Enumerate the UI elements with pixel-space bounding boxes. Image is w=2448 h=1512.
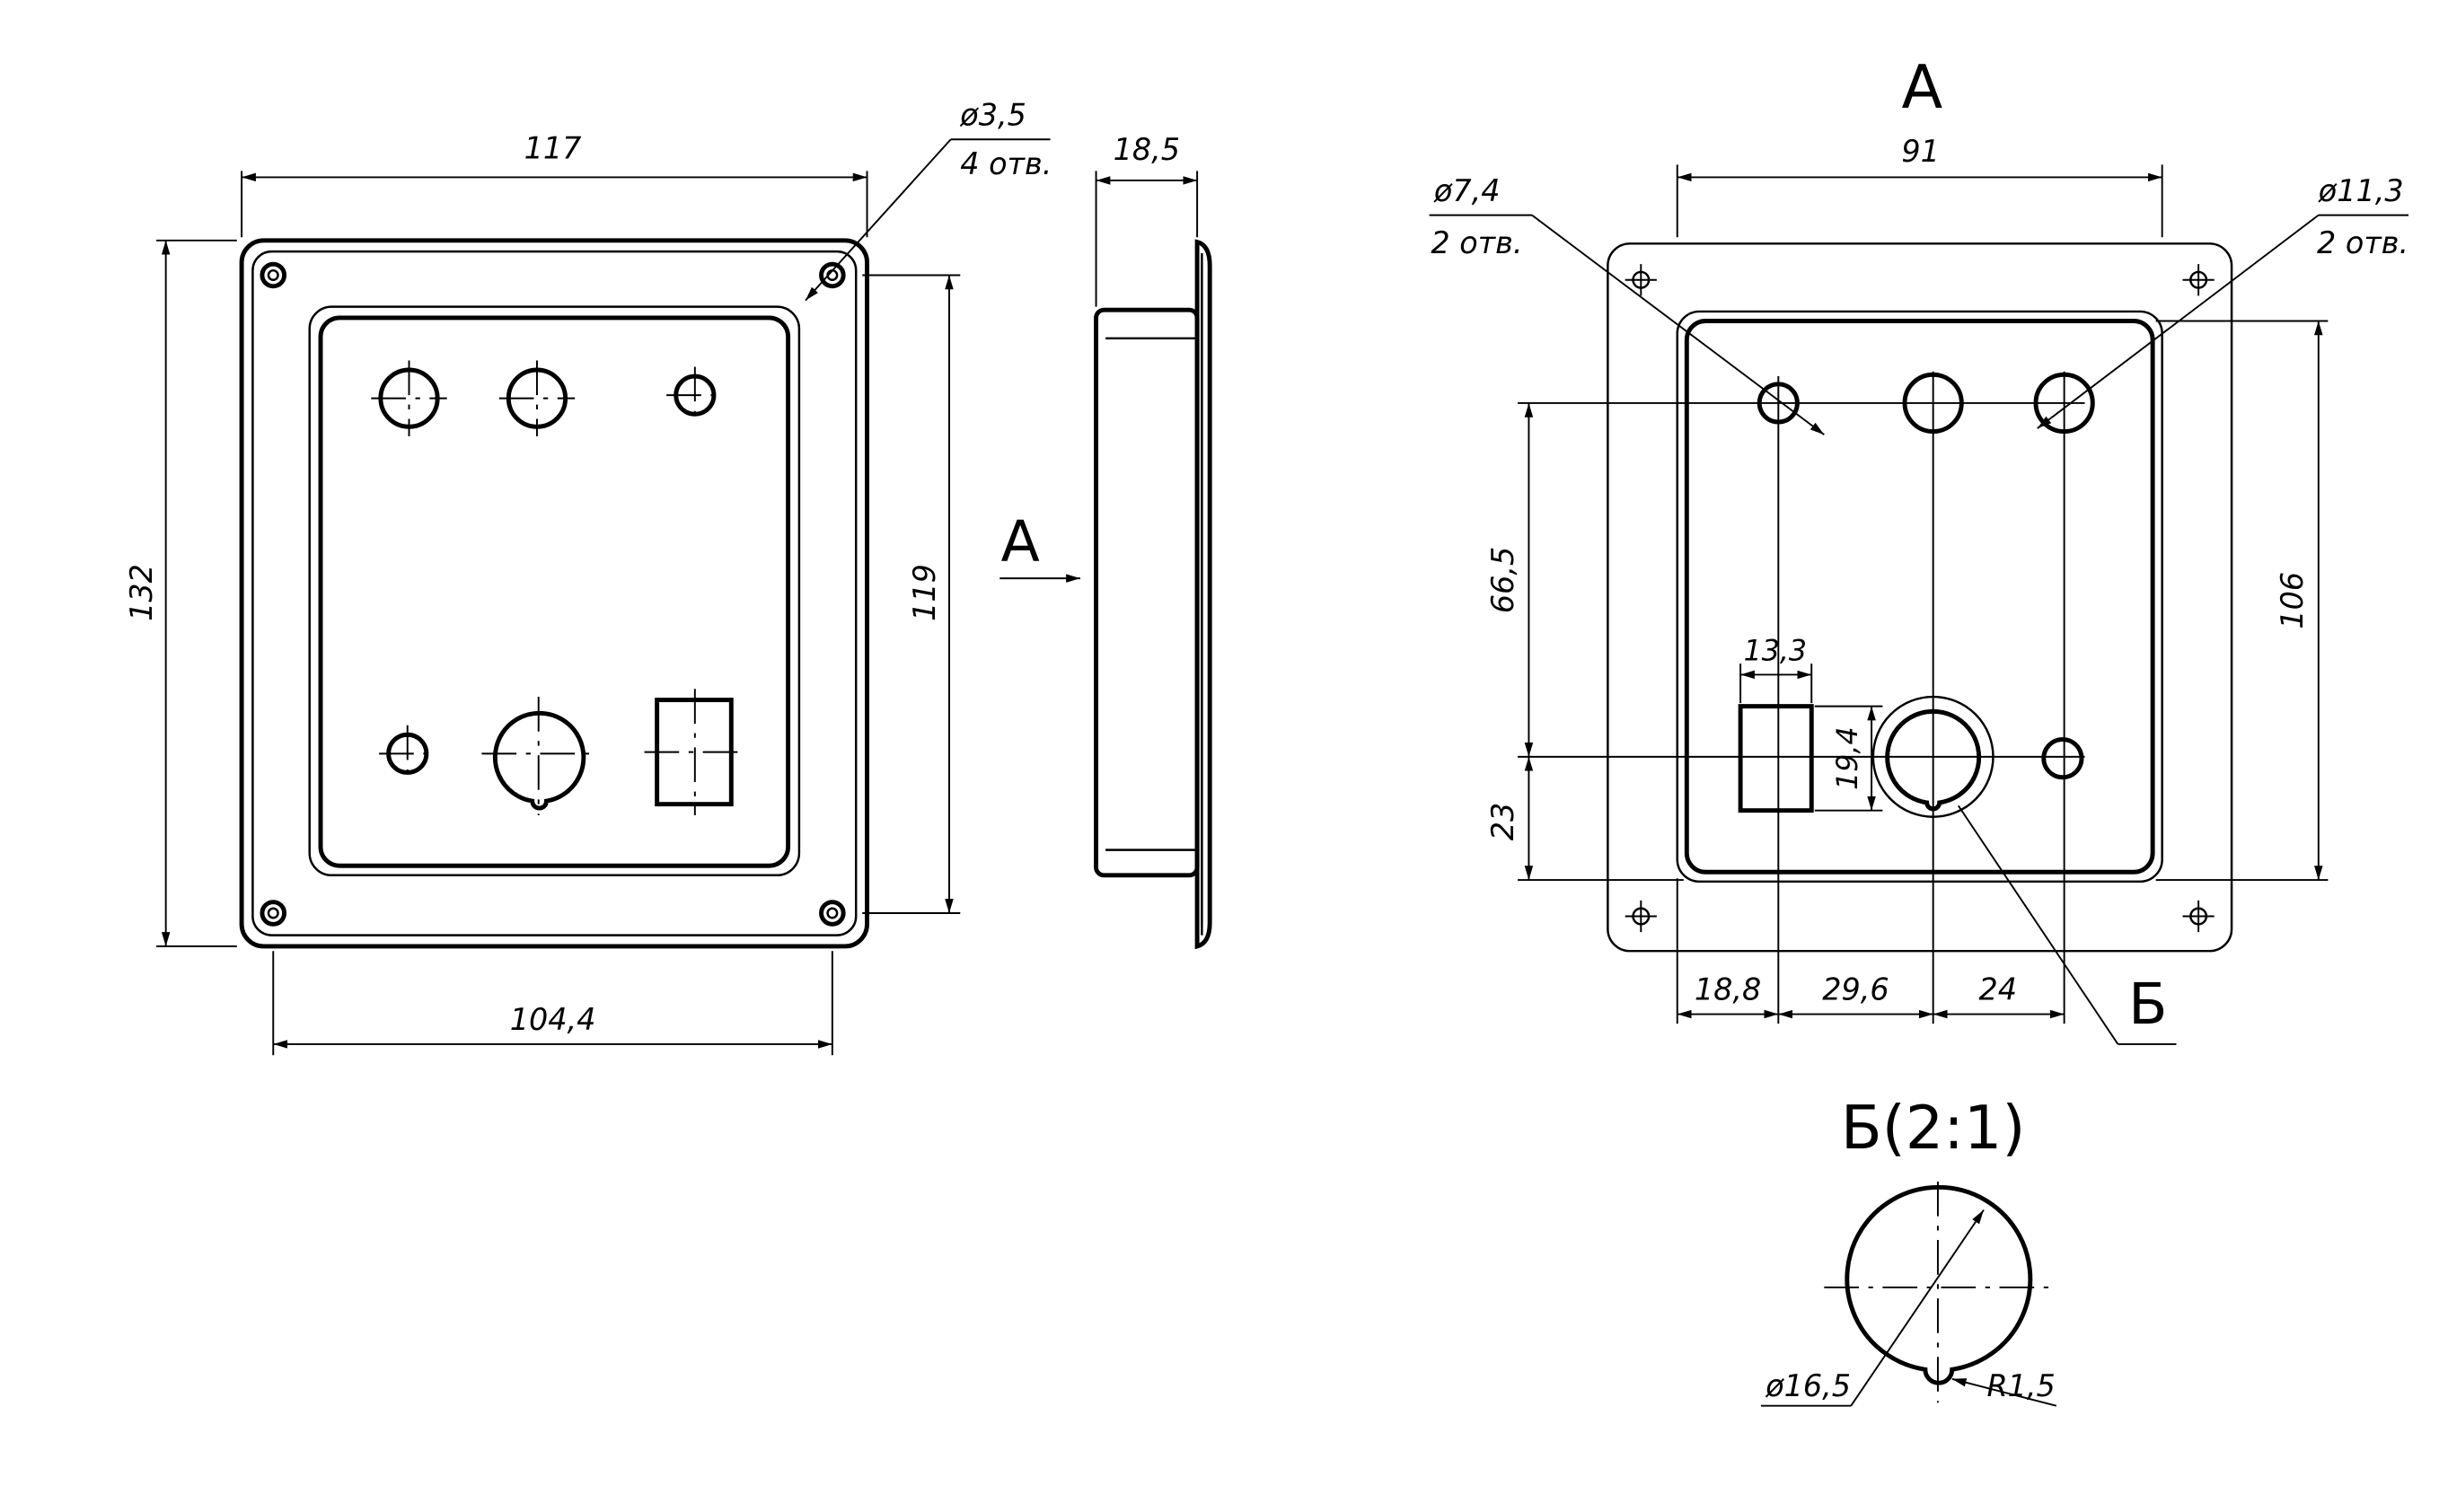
- view-a-dimensions: [1429, 164, 2409, 1045]
- detail-b-cutout: [1845, 1184, 2033, 1385]
- side-view: [999, 171, 1212, 950]
- detail-b-title: Б(2:1): [1841, 1093, 2026, 1163]
- front-dim-hole-spacing: 104,4: [510, 1002, 596, 1037]
- detail-callout-label: Б: [2128, 971, 2167, 1037]
- detail-b: [1760, 1181, 2057, 1407]
- front-dim-inner-height: 119: [907, 564, 942, 621]
- front-mounting-holes: [260, 261, 846, 927]
- view-a-dim-cutout-height: 19,4: [1832, 726, 1864, 789]
- front-hole-diameter: ø3,5: [959, 97, 1026, 132]
- view-a-dim-width: 91: [1901, 134, 1940, 169]
- view-a-large-hole-count: 2 отв.: [2317, 225, 2408, 260]
- view-a: [1429, 164, 2409, 1045]
- view-a-dim-row-spacing: 66,5: [1485, 547, 1520, 613]
- front-view: 117 132 119 104,4 ø3,5 4 отв.: [124, 97, 1052, 1056]
- view-a-inner: [1684, 319, 2155, 875]
- detail-b-notch-radius: R1,5: [1986, 1368, 2055, 1403]
- view-a-round-cutout: [1885, 708, 1982, 812]
- front-flange-edge: [251, 250, 858, 936]
- side-flange: [1194, 239, 1212, 950]
- view-a-dim-col-3: 24: [1979, 972, 2018, 1007]
- side-body: [1094, 307, 1200, 878]
- view-a-rect-cutout: [1738, 704, 1814, 813]
- view-a-small-hole-diameter: ø7,4: [1433, 173, 1501, 208]
- view-a-small-hole-count: 2 отв.: [1431, 225, 1522, 260]
- front-hole-count: 4 отв.: [960, 146, 1052, 181]
- front-dim-width: 117: [524, 130, 582, 165]
- front-panel-holes: [371, 360, 744, 815]
- view-a-dim-bottom-row: 23: [1485, 803, 1520, 841]
- view-a-title: А: [1901, 52, 1942, 122]
- front-recess-inner: [318, 315, 791, 868]
- front-dim-height: 132: [124, 564, 159, 621]
- front-recess-outer: [308, 305, 801, 877]
- front-outer-flange: [239, 238, 869, 949]
- view-a-dim-cutout-width: 13,3: [1744, 636, 1807, 668]
- view-a-dim-col-1: 18,8: [1695, 972, 1761, 1007]
- view-a-inner-outer: [1676, 310, 2163, 883]
- detail-b-diameter: ø16,5: [1765, 1368, 1851, 1403]
- side-dim-depth: 18,5: [1114, 132, 1180, 167]
- view-arrow-label: А: [1000, 508, 1039, 575]
- view-a-outer: [1607, 242, 2233, 953]
- front-round-cutout: [492, 710, 586, 811]
- view-a-holes: [1738, 372, 2095, 818]
- view-a-dim-col-2: 29,6: [1822, 972, 1889, 1007]
- view-a-dim-height: 106: [2275, 572, 2310, 629]
- front-dimensions: [156, 138, 1051, 1056]
- view-a-large-hole-diameter: ø11,3: [2318, 173, 2404, 208]
- view-a-mounting-holes: [1625, 264, 2215, 933]
